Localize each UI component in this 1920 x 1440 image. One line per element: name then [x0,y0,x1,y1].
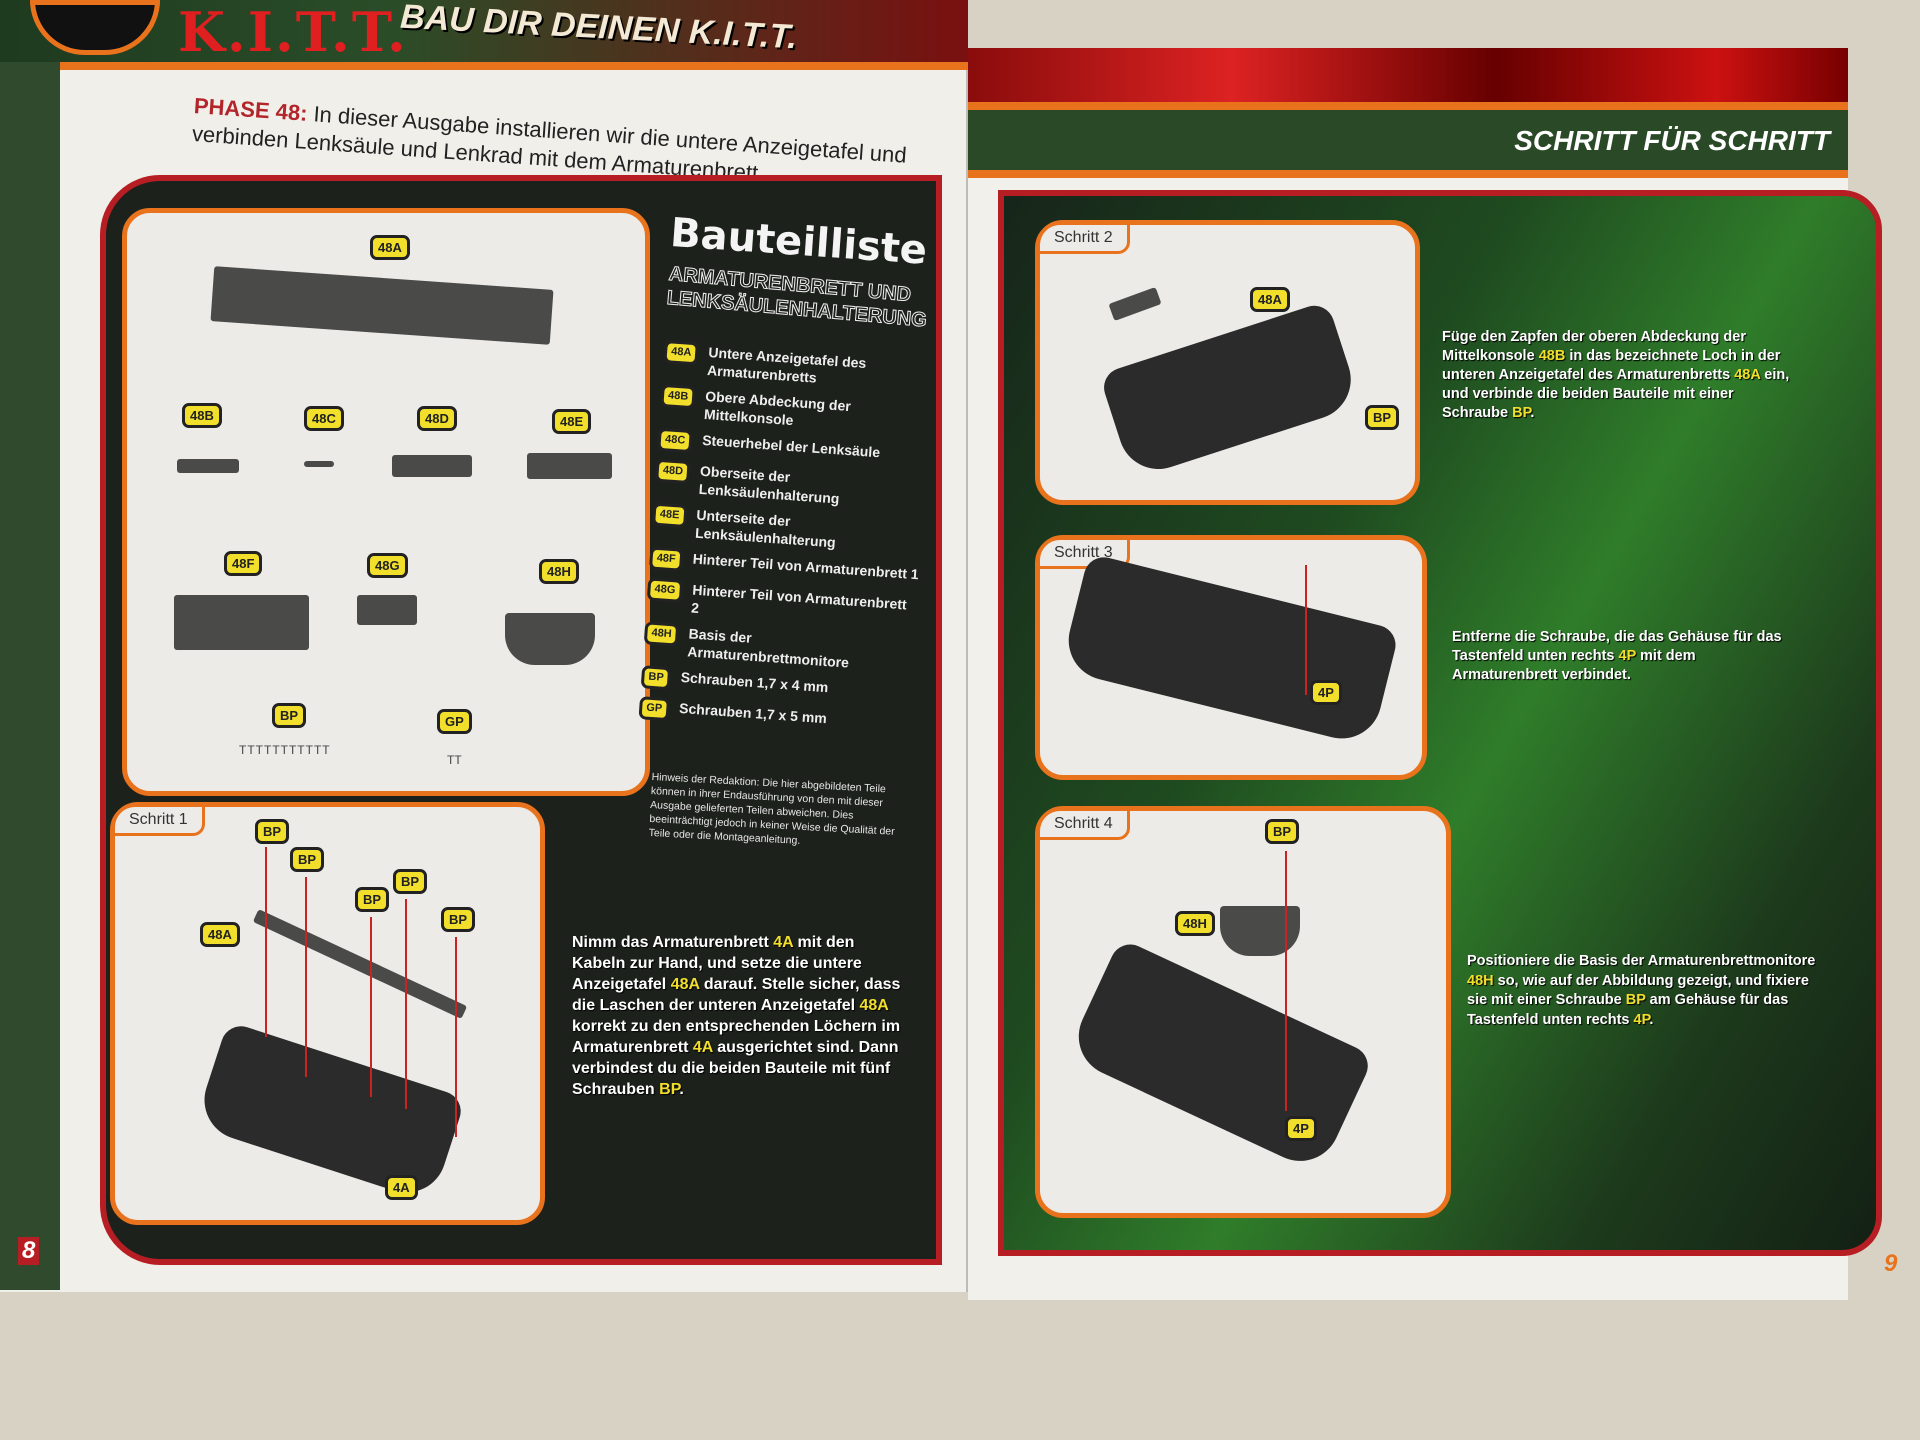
editor-note: Hinweis der Redaktion: Die hier abgebild… [648,770,895,847]
part-label: Steuerhebel der Lenksäule [701,431,881,461]
part-badge: 48A [663,340,700,366]
header-band-right [968,48,1848,102]
header-band-left [0,0,968,62]
part-48d [392,455,472,477]
step-2-box: Schritt 2 48A BP [1035,220,1420,505]
part-label: Schrauben 1,7 x 5 mm [678,699,828,727]
part-label: Oberseite der Lenksäulenhalterung [698,462,840,507]
part-badge: 48H [1175,911,1215,936]
part-label: Basis der Armaturenbrettmonitore [686,625,850,671]
page-number-left: 8 [18,1237,40,1265]
part-48g [357,595,417,625]
part-badge: BP [255,819,290,844]
part-48e [527,453,612,479]
step-1-box: Schritt 1 BP BP BP BP BP 48A 4A [110,802,545,1225]
arrow [405,899,407,1109]
arrow [1305,565,1307,695]
divider [968,170,1848,178]
part-badge: BP [640,665,672,691]
part-48b [1108,286,1162,322]
arrow [370,917,372,1097]
part-48a [252,909,468,1019]
part-badge: 48C [304,406,344,431]
parts-box: 48A 48B 48C 48D 48E 48F 48G 48H BP GP TT… [122,208,650,796]
divider [968,102,1848,110]
step-1-text: Nimm das Armaturenbrett 4A mit den Kabel… [572,934,901,1098]
part-badge: 48F [648,546,684,572]
part-badge: 48F [224,551,263,576]
divider [60,62,968,70]
dashboard-illustration [1060,553,1400,747]
part-badge: 48B [182,403,222,428]
step-2-text: Füge den Zapfen der oberen Abdeckung der… [1442,329,1790,421]
part-48c [304,461,334,467]
part-48a [210,266,554,345]
step-3-box: Schritt 3 4P [1035,535,1427,780]
part-badge: 48G [646,577,684,603]
part-badge: 48C [657,427,693,454]
part-badge: BP [290,847,325,872]
part-48f [174,595,309,650]
step-label: Schritt 1 [115,807,205,836]
part-badge: BP [393,869,428,894]
part-badge: 48D [655,458,691,485]
part-badge: 48A [200,922,240,947]
part-badge: 48E [652,502,688,528]
part-badge: 48A [1250,287,1290,312]
bp-screws-icon: TTTTTTTTTTT [239,743,331,757]
part-badge: 48A [370,235,410,260]
part-badge: BP [1365,405,1400,430]
section-title: SCHRITT FÜR SCHRITT [1514,125,1830,156]
part-48h [1220,906,1300,956]
page-number-right: 9 [1884,1250,1898,1277]
part-48b [177,459,239,473]
part-badge: 4A [385,1175,418,1200]
logo-text: K.I.T.T. [178,0,408,64]
dashboard-illustration [194,1021,466,1203]
step-3-text: Entferne die Schraube, die das Gehäuse f… [1452,629,1782,683]
part-label: Obere Abdeckung der Mittelkonsole [703,387,852,429]
dashboard-illustration [1098,300,1362,480]
part-badge: 4P [1310,680,1342,705]
phase-label: PHASE 48: [193,92,309,126]
part-badge: 4P [1285,1116,1317,1141]
step-4-text: Positioniere die Basis der Armaturenbret… [1467,953,1816,1028]
dashboard-illustration [1065,937,1375,1175]
gp-screws-icon: TT [447,753,462,767]
part-badge: 48B [660,383,697,410]
part-badge: BP [441,907,476,932]
arrow [305,877,307,1077]
part-badge: 48H [643,621,680,647]
section-band [968,110,1848,170]
part-label: Schrauben 1,7 x 4 mm [680,668,829,696]
part-badge: BP [272,703,307,728]
part-badge: BP [355,887,390,912]
step-label: Schritt 4 [1040,811,1130,840]
part-badge: GP [437,709,472,734]
part-label: Hinterer Teil von Armaturenbrett 2 [690,581,908,617]
step-label: Schritt 2 [1040,225,1130,254]
arrow [455,937,457,1137]
part-badge: GP [638,696,670,722]
part-badge: 48D [417,406,457,431]
part-badge: BP [1265,819,1300,844]
hex-pattern-strip [0,0,60,1290]
part-badge: 48G [367,553,408,578]
part-label: Unterseite der Lenksäulenhalterung [694,506,837,551]
part-badge: 48H [539,559,579,584]
part-badge: 48E [552,409,592,434]
arrow [265,847,267,1037]
step-4-box: Schritt 4 BP 48H 4P [1035,806,1451,1218]
part-48h [505,613,595,665]
arrow [1285,851,1287,1111]
